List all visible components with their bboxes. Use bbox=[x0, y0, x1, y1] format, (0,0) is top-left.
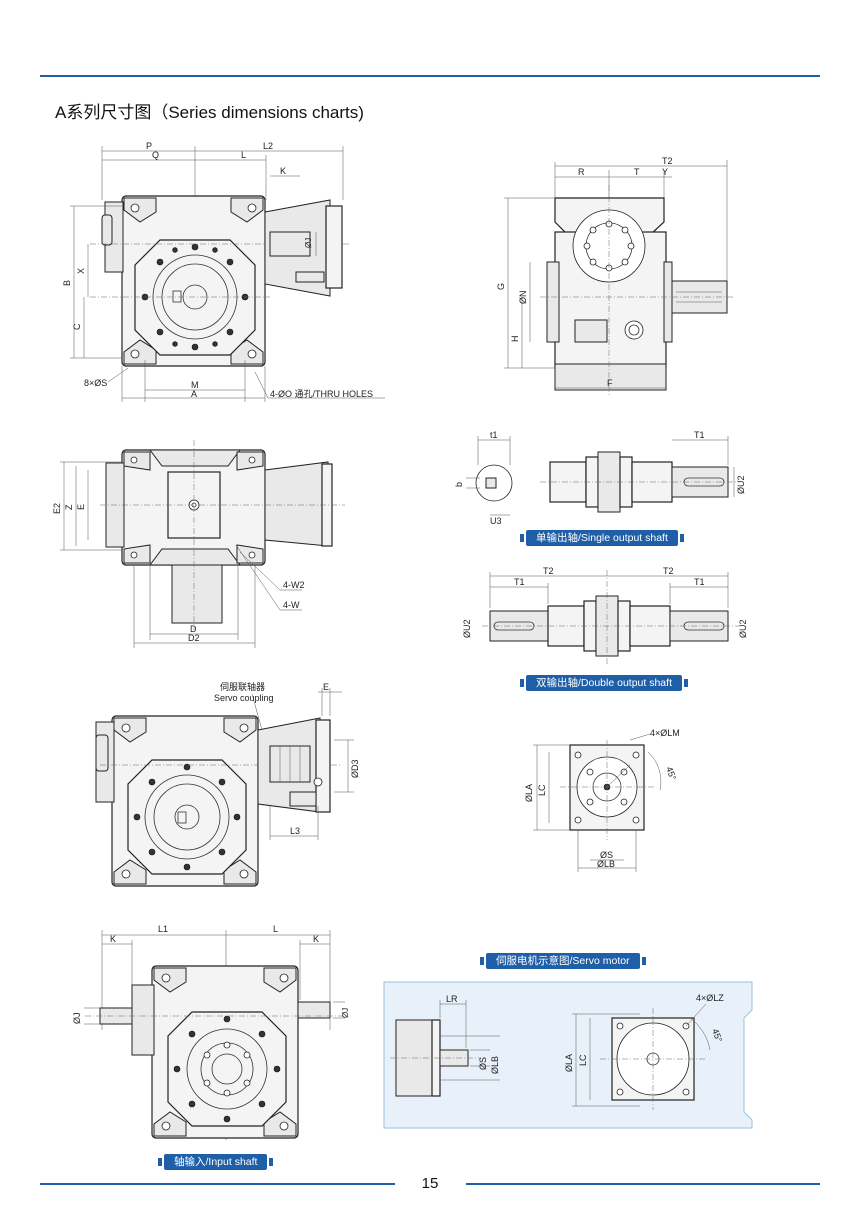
flange-angle: 45° bbox=[664, 765, 678, 782]
bolt-circle bbox=[141, 243, 249, 351]
dim-X: X bbox=[76, 268, 86, 274]
dim-K-right: K bbox=[313, 934, 319, 944]
dim-U2-left: ØU2 bbox=[462, 619, 472, 638]
dim-L2: L2 bbox=[263, 141, 273, 151]
dim-L1: L1 bbox=[158, 924, 168, 934]
dim-t1: t1 bbox=[490, 430, 498, 440]
top-view-drawing: E2 Z E 4-W2 4-W D D2 bbox=[52, 440, 345, 648]
dim-W2: 4-W2 bbox=[283, 580, 305, 590]
coupling-label-en: Servo coupling bbox=[214, 693, 274, 703]
dim-L-input: L bbox=[273, 924, 278, 934]
dim-U3: U3 bbox=[490, 516, 502, 526]
dim-F: F bbox=[607, 378, 613, 388]
servo-motor-panel: LR 4×ØLZ 45° ØS ØLB ØLA LC bbox=[383, 981, 753, 1129]
dim-B: B bbox=[62, 280, 72, 286]
dim-U2: ØU2 bbox=[736, 475, 746, 494]
dim-H: H bbox=[510, 336, 520, 343]
page-number: 15 bbox=[421, 1175, 439, 1192]
dim-G: G bbox=[496, 283, 506, 290]
dim-C: C bbox=[72, 323, 82, 330]
dim-D3: ØD3 bbox=[350, 759, 360, 778]
dim-E: E bbox=[76, 504, 86, 510]
flange-drawing: 4×ØLM 45° ØLA LC ØS ØLB bbox=[524, 728, 680, 872]
dim-N: ØN bbox=[518, 291, 528, 305]
single-shaft-drawing: t1 T1 b ØU2 U3 bbox=[454, 430, 746, 526]
dim-K-left: K bbox=[110, 934, 116, 944]
dim-L: L bbox=[241, 150, 246, 160]
dim-P: P bbox=[146, 141, 152, 151]
dim-D2: D2 bbox=[188, 633, 200, 643]
dim-J-left: ØJ bbox=[72, 1012, 82, 1024]
dim-OJ: ØJ bbox=[304, 238, 313, 248]
bottom-rule-right bbox=[466, 1183, 820, 1185]
dim-S: 8×ØS bbox=[84, 378, 107, 388]
dim-U2-right: ØU2 bbox=[738, 619, 748, 638]
badge-single-output: 单输出轴/Single output shaft bbox=[520, 530, 684, 546]
dim-LM: 4×ØLM bbox=[650, 728, 680, 738]
dim-LZ: 4×ØLZ bbox=[696, 993, 724, 1003]
dim-T1: T1 bbox=[694, 430, 705, 440]
top-rule bbox=[40, 75, 820, 77]
dim-T2: T2 bbox=[662, 156, 673, 166]
double-shaft-drawing: T2 T2 T1 T1 ØU2 ØU2 bbox=[462, 566, 748, 665]
dim-T1-left: T1 bbox=[514, 577, 525, 587]
motor-angle: 45° bbox=[710, 1027, 724, 1044]
dim-LA-motor: ØLA bbox=[564, 1054, 574, 1072]
dim-S-flange: ØS bbox=[600, 850, 613, 860]
coupling-label-cn: 伺服联轴器 bbox=[220, 681, 265, 692]
dim-A: A bbox=[191, 389, 197, 399]
dim-T1-right: T1 bbox=[694, 577, 705, 587]
dim-LC: LC bbox=[537, 784, 547, 796]
dim-E-coupling: E bbox=[323, 682, 329, 692]
dim-R: R bbox=[578, 167, 585, 177]
dim-S-motor: ØS bbox=[478, 1057, 488, 1070]
badge-double-output: 双输出轴/Double output shaft bbox=[520, 675, 688, 691]
dim-Y: Y bbox=[662, 167, 668, 177]
dim-T2-right: T2 bbox=[663, 566, 674, 576]
servo-coupling-drawing: 伺服联轴器 Servo coupling E ØD3 L3 bbox=[95, 681, 360, 887]
dim-LR: LR bbox=[446, 994, 458, 1004]
dim-L3: L3 bbox=[290, 826, 300, 836]
dim-Z: Z bbox=[64, 504, 74, 510]
dim-M: M bbox=[191, 380, 199, 390]
dim-holes: 4-ØO 通孔/THRU HOLES bbox=[270, 389, 373, 399]
badge-input-shaft: 轴输入/Input shaft bbox=[157, 1154, 274, 1170]
page-title: A系列尺寸图（Series dimensions charts) bbox=[55, 103, 364, 122]
dim-b: b bbox=[454, 482, 464, 487]
front-view-drawing: P L2 Q L K B X C ØJ 8×ØS M A 4-ØO 通孔/THR… bbox=[62, 141, 385, 402]
dim-LB-flange: ØLB bbox=[597, 859, 615, 869]
dim-E2: E2 bbox=[52, 503, 62, 514]
dim-LC-motor: LC bbox=[578, 1054, 588, 1066]
dim-D: D bbox=[190, 624, 197, 634]
dim-Q: Q bbox=[152, 150, 159, 160]
dim-K: K bbox=[280, 166, 286, 176]
dim-W: 4-W bbox=[283, 600, 300, 610]
bottom-rule-left bbox=[40, 1183, 395, 1185]
dim-T: T bbox=[634, 167, 640, 177]
dim-LB-motor: ØLB bbox=[490, 1056, 500, 1074]
dim-T2-left: T2 bbox=[543, 566, 554, 576]
badge-servo-motor: 伺服电机示意图/Servo motor bbox=[480, 953, 646, 969]
dim-LA: ØLA bbox=[524, 784, 534, 802]
side-view-drawing: T2 R T Y G ØN H F bbox=[496, 156, 735, 395]
dim-J-right: ØJ bbox=[341, 1008, 350, 1018]
input-shaft-drawing: K L1 L K ØJ ØJ bbox=[72, 924, 350, 1140]
